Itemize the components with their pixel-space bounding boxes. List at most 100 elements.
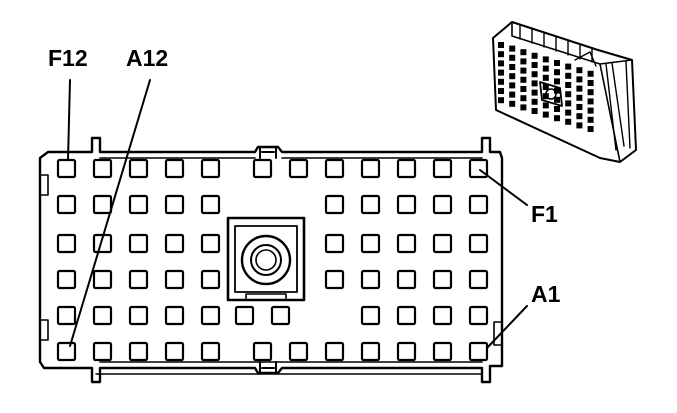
pin-cavity-f11 — [92, 158, 113, 179]
iso-cavity — [554, 87, 560, 94]
pin-cavity-b3 — [396, 305, 417, 326]
pin-cavity-c5 — [324, 269, 345, 290]
pin-cavity-c12 — [56, 269, 77, 290]
pin-cavity-f6 — [288, 158, 309, 179]
iso-cavity — [531, 71, 538, 78]
iso-cavity — [498, 69, 504, 76]
pin-cavity-c11 — [92, 269, 113, 290]
pin-cavity-c1 — [468, 269, 489, 290]
iso-cavity — [554, 115, 560, 122]
iso-cavity — [509, 91, 516, 98]
label-f1: F1 — [531, 201, 558, 227]
pin-cavity-e2 — [432, 194, 453, 215]
label-a12: A12 — [126, 45, 168, 71]
iso-cavity — [554, 96, 560, 103]
pin-cavity-a4 — [360, 341, 381, 362]
iso-cavity — [542, 56, 549, 63]
pin-cavity-c4 — [360, 269, 381, 290]
pin-cavity-b10 — [128, 305, 149, 326]
iso-cavity — [520, 58, 527, 65]
iso-cavity — [509, 73, 516, 80]
iso-cavity — [531, 62, 538, 68]
iso-cavity — [565, 118, 572, 125]
pin-cavity-e9 — [164, 194, 185, 215]
pin-cavity-b9 — [164, 305, 185, 326]
iso-cavity — [565, 63, 572, 70]
pin-cavity-d2 — [432, 233, 453, 254]
pin-cavity-d8 — [200, 233, 221, 254]
iso-cavity — [542, 74, 549, 81]
pin-cavity-a11 — [92, 341, 113, 362]
pin-cavity-f10 — [128, 158, 149, 179]
leader-lines — [67, 79, 528, 349]
iso-cavity — [576, 122, 583, 129]
iso-cavity — [565, 109, 572, 116]
iso-cavity — [587, 98, 594, 105]
iso-cavity — [576, 104, 583, 110]
iso-cavity — [520, 104, 527, 111]
pin-cavity-c2 — [432, 269, 453, 290]
iso-cavity — [498, 78, 504, 85]
pin-cavity-d4 — [360, 233, 381, 254]
pin-cavity-c9 — [164, 269, 185, 290]
iso-cavity — [587, 116, 594, 123]
label-a1: A1 — [531, 281, 561, 307]
iso-cavity — [554, 106, 560, 112]
iso-cavity — [498, 51, 504, 58]
pin-cavity-d1 — [468, 233, 489, 254]
pin-cavity-a2 — [432, 341, 453, 362]
iso-cavity — [587, 80, 594, 86]
pin-cavity-b4 — [360, 305, 381, 326]
iso-cavity — [565, 72, 572, 79]
iso-cavity — [576, 76, 583, 83]
iso-cavity — [509, 100, 516, 107]
pin-cavity-d9 — [164, 233, 185, 254]
iso-cavity — [565, 100, 572, 107]
pin-cavity-d3 — [396, 233, 417, 254]
iso-cavity — [542, 102, 549, 109]
iso-cavity — [498, 88, 504, 94]
connector-isometric-view — [492, 21, 637, 163]
pin-cavity-a10 — [128, 341, 149, 362]
pin-cavity-e3 — [396, 194, 417, 215]
iso-cavity — [509, 54, 516, 61]
iso-cavity — [587, 89, 594, 96]
iso-cavity — [542, 65, 549, 72]
center-socket — [226, 216, 306, 302]
pin-cavity-d12 — [56, 233, 77, 254]
pin-cavity-a3 — [396, 341, 417, 362]
pin-cavity-d10 — [128, 233, 149, 254]
pin-cavity-c8 — [200, 269, 221, 290]
iso-cavity — [531, 108, 538, 114]
isometric-cavity-grid — [498, 42, 594, 132]
pin-cavity-e10 — [128, 194, 149, 215]
pin-cavity-a8 — [200, 341, 221, 362]
iso-cavity — [520, 76, 527, 83]
pin-cavity-d5 — [324, 233, 345, 254]
pin-cavity-e12 — [56, 194, 77, 215]
iso-cavity — [576, 94, 583, 101]
iso-cavity — [554, 60, 560, 66]
pin-cavity-e1 — [468, 194, 489, 215]
pin-cavity-c3 — [396, 269, 417, 290]
pin-cavity-a7 — [252, 341, 273, 362]
pin-cavity-f3 — [396, 158, 417, 179]
iso-cavity — [554, 78, 560, 85]
pin-cavity-b6 — [270, 305, 291, 326]
pin-cavity-b8 — [200, 305, 221, 326]
pin-cavity-a9 — [164, 341, 185, 362]
pin-cavity-a5 — [324, 341, 345, 362]
pin-cavity-b12 — [56, 305, 77, 326]
iso-cavity — [498, 97, 504, 104]
iso-cavity — [509, 82, 516, 89]
iso-cavity — [576, 113, 583, 120]
iso-cavity — [554, 69, 560, 76]
iso-cavity — [531, 98, 538, 105]
iso-cavity — [587, 107, 594, 114]
pin-cavity-grid — [56, 158, 489, 362]
pin-cavity-f9 — [164, 158, 185, 179]
pin-cavity-f2 — [432, 158, 453, 179]
iso-cavity — [565, 91, 572, 98]
pin-cavity-f5 — [324, 158, 345, 179]
